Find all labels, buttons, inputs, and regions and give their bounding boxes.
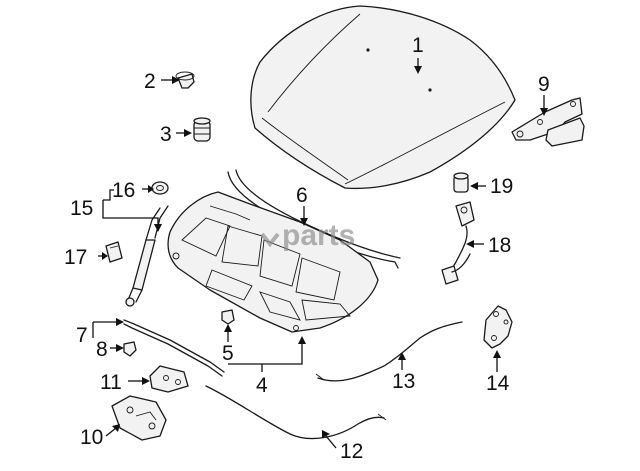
clip-part-17[interactable]	[105, 241, 123, 263]
callout-5: 5	[222, 342, 234, 365]
watermark-logo: parts	[260, 219, 355, 252]
clip-part-5[interactable]	[221, 309, 235, 325]
leader-lines	[92, 58, 548, 449]
callout-1: 1	[412, 34, 424, 57]
callout-4: 4	[256, 374, 268, 397]
callout-labels: 1 2 3 9 19 16 15 17 6 18 7 8 5 4 13 14 1…	[64, 34, 550, 463]
release-cable-part-13[interactable]	[315, 321, 463, 382]
callout-11: 11	[100, 371, 122, 394]
callout-2: 2	[144, 70, 156, 93]
callout-17: 17	[64, 246, 87, 269]
hood-latch-part-10[interactable]	[111, 395, 167, 441]
bumper-part-3[interactable]	[193, 117, 211, 142]
callout-15: 15	[70, 197, 93, 220]
latch-cable-part-12[interactable]	[205, 385, 387, 440]
hood-panel[interactable]	[250, 5, 516, 190]
prop-rod-part-7[interactable]	[123, 319, 225, 377]
callout-8: 8	[96, 338, 108, 361]
watermark-text: parts	[282, 219, 355, 252]
callout-9: 9	[538, 73, 550, 96]
hood-hinge-part-9[interactable]	[511, 97, 585, 147]
callout-14: 14	[486, 372, 510, 395]
callout-7: 7	[76, 324, 88, 347]
callout-18: 18	[488, 234, 511, 257]
striker-part-11[interactable]	[149, 365, 189, 393]
wire-harness-part-18[interactable]	[441, 201, 475, 285]
clip-part-8[interactable]	[123, 341, 137, 357]
callout-12: 12	[340, 440, 363, 463]
callout-10: 10	[80, 426, 103, 449]
callout-13: 13	[392, 370, 415, 393]
callout-19: 19	[490, 175, 513, 198]
latch-bracket-part-14[interactable]	[483, 305, 513, 349]
bumper-part-19[interactable]	[453, 172, 469, 193]
hood-strut-part-15[interactable]	[125, 205, 169, 307]
grommet-part-16[interactable]	[151, 181, 169, 195]
hood-insulator-part-4[interactable]	[167, 191, 379, 333]
callout-3: 3	[160, 123, 172, 146]
callout-16: 16	[112, 179, 135, 202]
clip-part-2[interactable]	[175, 71, 195, 89]
callout-6: 6	[296, 184, 308, 207]
